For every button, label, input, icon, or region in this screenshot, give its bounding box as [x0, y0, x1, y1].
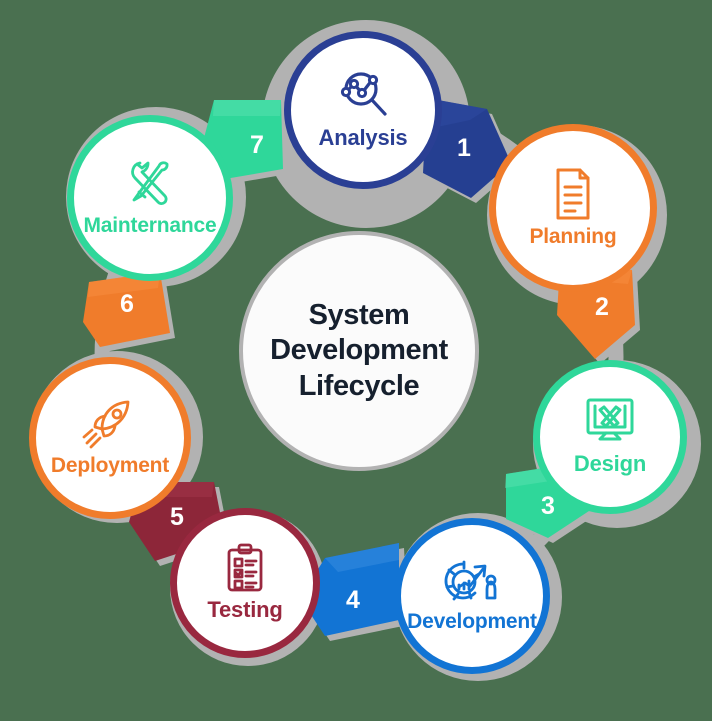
- step-node-maintenance[interactable]: Mainternance: [67, 115, 233, 281]
- magnifier-analytics-icon: [335, 69, 391, 121]
- wrench-screwdriver-icon: [122, 158, 178, 210]
- step-label-maintenance: Mainternance: [83, 214, 217, 237]
- step-label-analysis: Analysis: [318, 125, 408, 150]
- step-node-planning[interactable]: Planning: [489, 124, 657, 292]
- step-node-design[interactable]: Design: [533, 360, 687, 514]
- step-node-development[interactable]: Development: [394, 518, 550, 674]
- center-title-line-3: Lifecycle: [298, 369, 420, 402]
- step-node-analysis[interactable]: Analysis: [284, 31, 442, 189]
- step-label-development: Development: [407, 610, 537, 633]
- step-label-testing: Testing: [207, 597, 283, 622]
- page-title: System Development Lifecycle: [270, 298, 448, 405]
- center-hub: System Development Lifecycle: [239, 231, 479, 471]
- monitor-pencil-icon: [582, 397, 638, 447]
- step-label-deployment: Deployment: [50, 454, 170, 477]
- center-title-line-2: Development: [270, 334, 448, 367]
- step-node-testing[interactable]: Testing: [170, 508, 320, 658]
- gear-growth-arrow-icon: [443, 558, 501, 606]
- step-label-design: Design: [573, 451, 647, 476]
- step-node-deployment[interactable]: Deployment: [29, 357, 191, 519]
- rocket-icon: [82, 398, 138, 450]
- arrow-4: [300, 543, 399, 636]
- clipboard-checklist-icon: [223, 543, 267, 593]
- document-list-icon: [551, 167, 595, 221]
- center-title-line-1: System: [308, 298, 410, 331]
- step-label-planning: Planning: [529, 225, 617, 248]
